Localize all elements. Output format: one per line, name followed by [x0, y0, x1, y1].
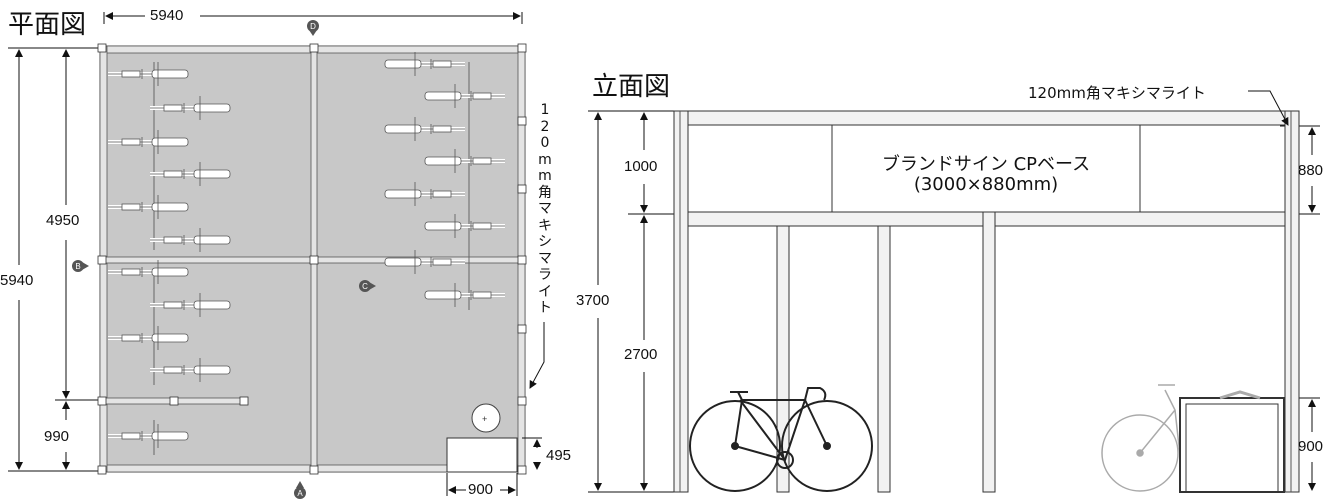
elev-sign-board	[831, 124, 1141, 213]
elev-dim-lines	[588, 110, 1320, 493]
svg-text:A: A	[297, 489, 303, 498]
plan-view: + D B C A	[8, 12, 545, 499]
elev-frame	[673, 110, 1300, 493]
plan-rack-box	[446, 437, 518, 473]
plan-posts	[97, 43, 527, 475]
plan-bottom-width-text: 900	[468, 481, 494, 498]
dim-right-lower	[522, 437, 542, 470]
plan-left-total-text: 5940	[0, 272, 34, 289]
elev-lower-height-text: 2700	[624, 346, 658, 363]
elev-bicycle	[689, 387, 873, 492]
dim-left-upper	[55, 49, 100, 401]
marker-c: C	[359, 280, 376, 292]
plan-left-lower-text: 990	[44, 428, 70, 445]
elev-sign-line1: ブランドサイン CPベース	[881, 154, 1091, 175]
elev-post-label: 120mm角マキシマライト	[1028, 84, 1206, 102]
plan-right-lower-text: 495	[546, 447, 572, 464]
elev-rack	[1179, 390, 1285, 493]
marker-d: D	[307, 20, 319, 36]
svg-text:C: C	[362, 282, 368, 291]
elev-sign-height-text: 880	[1298, 162, 1324, 179]
elev-rack-height-text: 900	[1298, 438, 1324, 455]
elev-upper-height-text: 1000	[624, 158, 658, 175]
marker-b: B	[72, 260, 89, 272]
elevation-view	[588, 90, 1320, 493]
elev-total-height-text: 3700	[576, 292, 610, 309]
svg-text:D: D	[310, 22, 316, 31]
plan-top-width-text: 5940	[150, 7, 184, 24]
dim-top-width	[103, 12, 523, 24]
marker-a: A	[294, 481, 306, 499]
elev-sign-line2: (3000×880mm)	[913, 174, 1059, 195]
plan-round-bin	[471, 403, 501, 433]
elevation-title: 立面図	[592, 72, 671, 102]
elev-post-leader	[1248, 90, 1289, 126]
plan-title: 平面図	[8, 10, 87, 40]
plan-bikes-left	[106, 60, 232, 455]
elev-bicycle-faded	[1101, 384, 1181, 492]
plan-post-leader	[529, 322, 545, 389]
plan-bikes-right	[383, 50, 507, 310]
plan-left-upper-text: 4950	[46, 212, 80, 229]
svg-text:+: +	[482, 414, 487, 424]
svg-text:B: B	[75, 262, 80, 271]
dim-left-total	[8, 47, 100, 472]
dim-bottom-width	[446, 473, 518, 496]
